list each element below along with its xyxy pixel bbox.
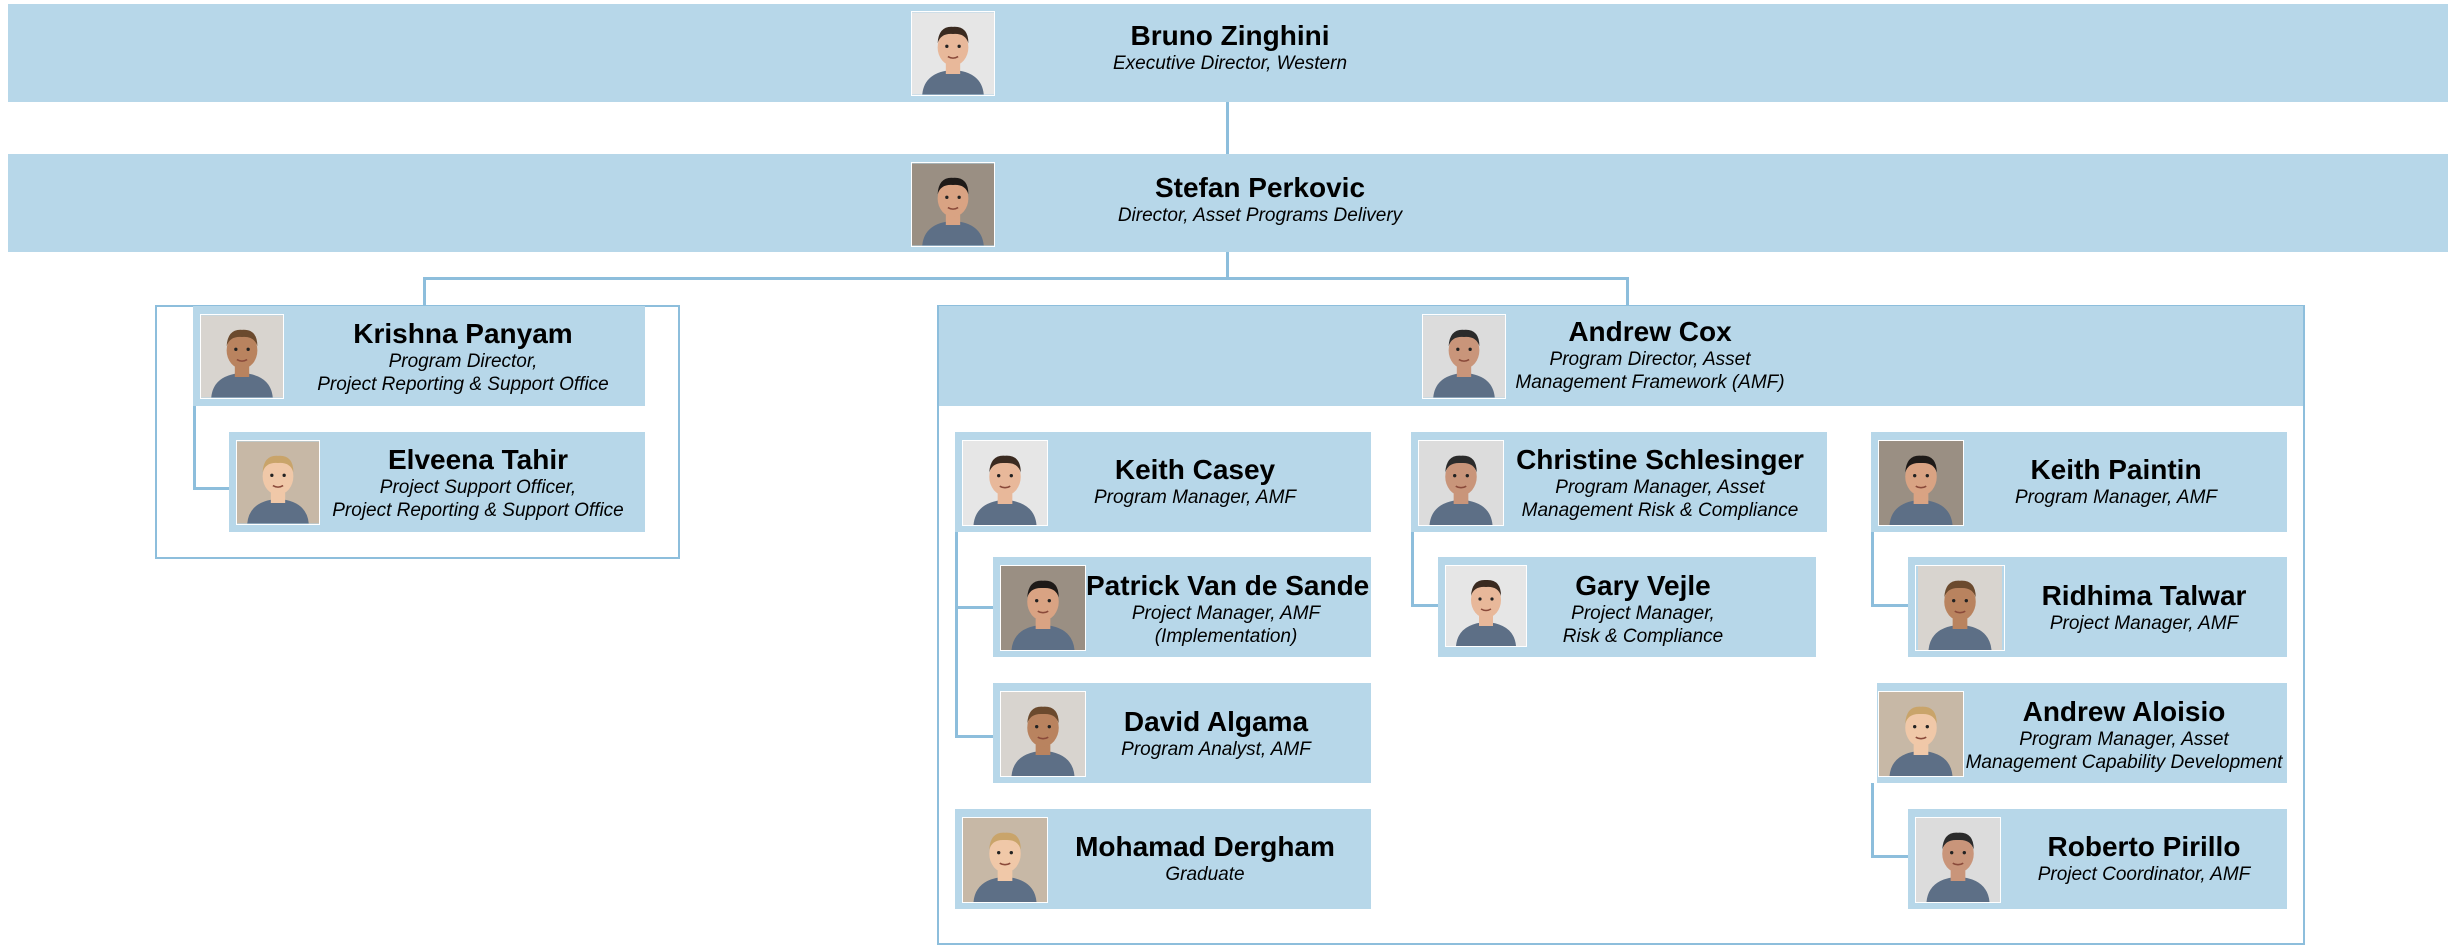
connector-line xyxy=(1411,604,1438,607)
person-name: Keith Casey xyxy=(1114,454,1276,485)
connector-line xyxy=(193,406,196,489)
portrait-photo xyxy=(1915,565,2005,651)
person-title: Management Framework (AMF) xyxy=(1515,372,1785,393)
person-name: Ridhima Talwar xyxy=(2041,580,2247,611)
person-title: Director, Asset Programs Delivery xyxy=(1117,205,1403,226)
connector-line xyxy=(193,487,229,490)
connector-line xyxy=(1226,252,1229,278)
portrait-photo xyxy=(1445,565,1527,647)
person-title: Program Manager, AMF xyxy=(2014,487,2218,508)
portrait-photo xyxy=(1422,314,1506,399)
person-name: Patrick Van de Sande xyxy=(1086,570,1370,601)
connector-line xyxy=(955,735,993,738)
person-name: Gary Vejle xyxy=(1575,570,1711,601)
connector-line xyxy=(1226,102,1229,154)
portrait-photo xyxy=(1915,817,2001,903)
portrait-photo xyxy=(1878,691,1964,777)
connector-line xyxy=(955,606,993,609)
portrait-photo xyxy=(1878,440,1964,526)
person-name: Roberto Pirillo xyxy=(2047,831,2241,862)
person-name: Andrew Cox xyxy=(1568,316,1732,347)
connector-line xyxy=(955,532,958,738)
person-title: Project Support Officer, xyxy=(379,477,577,498)
portrait-photo xyxy=(1418,440,1504,526)
person-name: Christine Schlesinger xyxy=(1516,444,1804,475)
person-title: Executive Director, Western xyxy=(1112,53,1348,74)
person-title: Project Reporting & Support Office xyxy=(317,374,609,395)
person-title: Project Coordinator, AMF xyxy=(2037,864,2251,885)
person-title: Program Manager, Asset xyxy=(2019,729,2229,750)
person-name: Keith Paintin xyxy=(2030,454,2202,485)
portrait-photo xyxy=(236,440,320,525)
portrait-photo xyxy=(1000,565,1086,651)
person-title: Project Manager, AMF xyxy=(2049,613,2239,634)
org-card-andrewcox xyxy=(939,306,2303,406)
person-name: Krishna Panyam xyxy=(353,318,573,349)
portrait-photo xyxy=(962,817,1048,903)
person-name: David Algama xyxy=(1123,706,1309,737)
person-title: Project Manager, AMF xyxy=(1131,603,1321,624)
person-title: Project Reporting & Support Office xyxy=(332,500,624,521)
person-title: Management Risk & Compliance xyxy=(1521,500,1799,521)
person-title: Project Manager, xyxy=(1571,603,1715,624)
connector-line xyxy=(1411,532,1414,606)
person-title: Graduate xyxy=(1165,864,1245,885)
person-title: Program Manager, AMF xyxy=(1093,487,1297,508)
person-title: Program Analyst, AMF xyxy=(1121,739,1311,760)
person-name: Mohamad Dergham xyxy=(1075,831,1335,862)
portrait-photo xyxy=(911,162,995,247)
person-title: Program Director, Asset xyxy=(1549,349,1751,370)
person-title: Risk & Compliance xyxy=(1562,626,1724,647)
org-card-bruno xyxy=(8,4,2448,102)
portrait-photo xyxy=(200,314,284,399)
connector-line xyxy=(423,277,1628,280)
portrait-photo xyxy=(1000,691,1086,777)
connector-line xyxy=(1626,277,1629,306)
person-name: Elveena Tahir xyxy=(387,444,568,475)
person-name: Stefan Perkovic xyxy=(1154,172,1366,203)
connector-line xyxy=(1871,532,1874,606)
person-title: (Implementation) xyxy=(1154,626,1298,647)
person-name: Andrew Aloisio xyxy=(2022,696,2226,727)
portrait-photo xyxy=(911,11,995,96)
connector-line xyxy=(1871,783,1874,858)
connector-line xyxy=(1871,604,1908,607)
person-title: Program Director, xyxy=(388,351,538,372)
connector-line xyxy=(423,277,426,306)
connector-line xyxy=(1871,855,1908,858)
person-name: Bruno Zinghini xyxy=(1130,20,1330,51)
portrait-photo xyxy=(962,440,1048,526)
org-card-stefan xyxy=(8,154,2448,252)
person-title: Management Capability Development xyxy=(1965,752,2283,773)
person-title: Program Manager, Asset xyxy=(1555,477,1765,498)
